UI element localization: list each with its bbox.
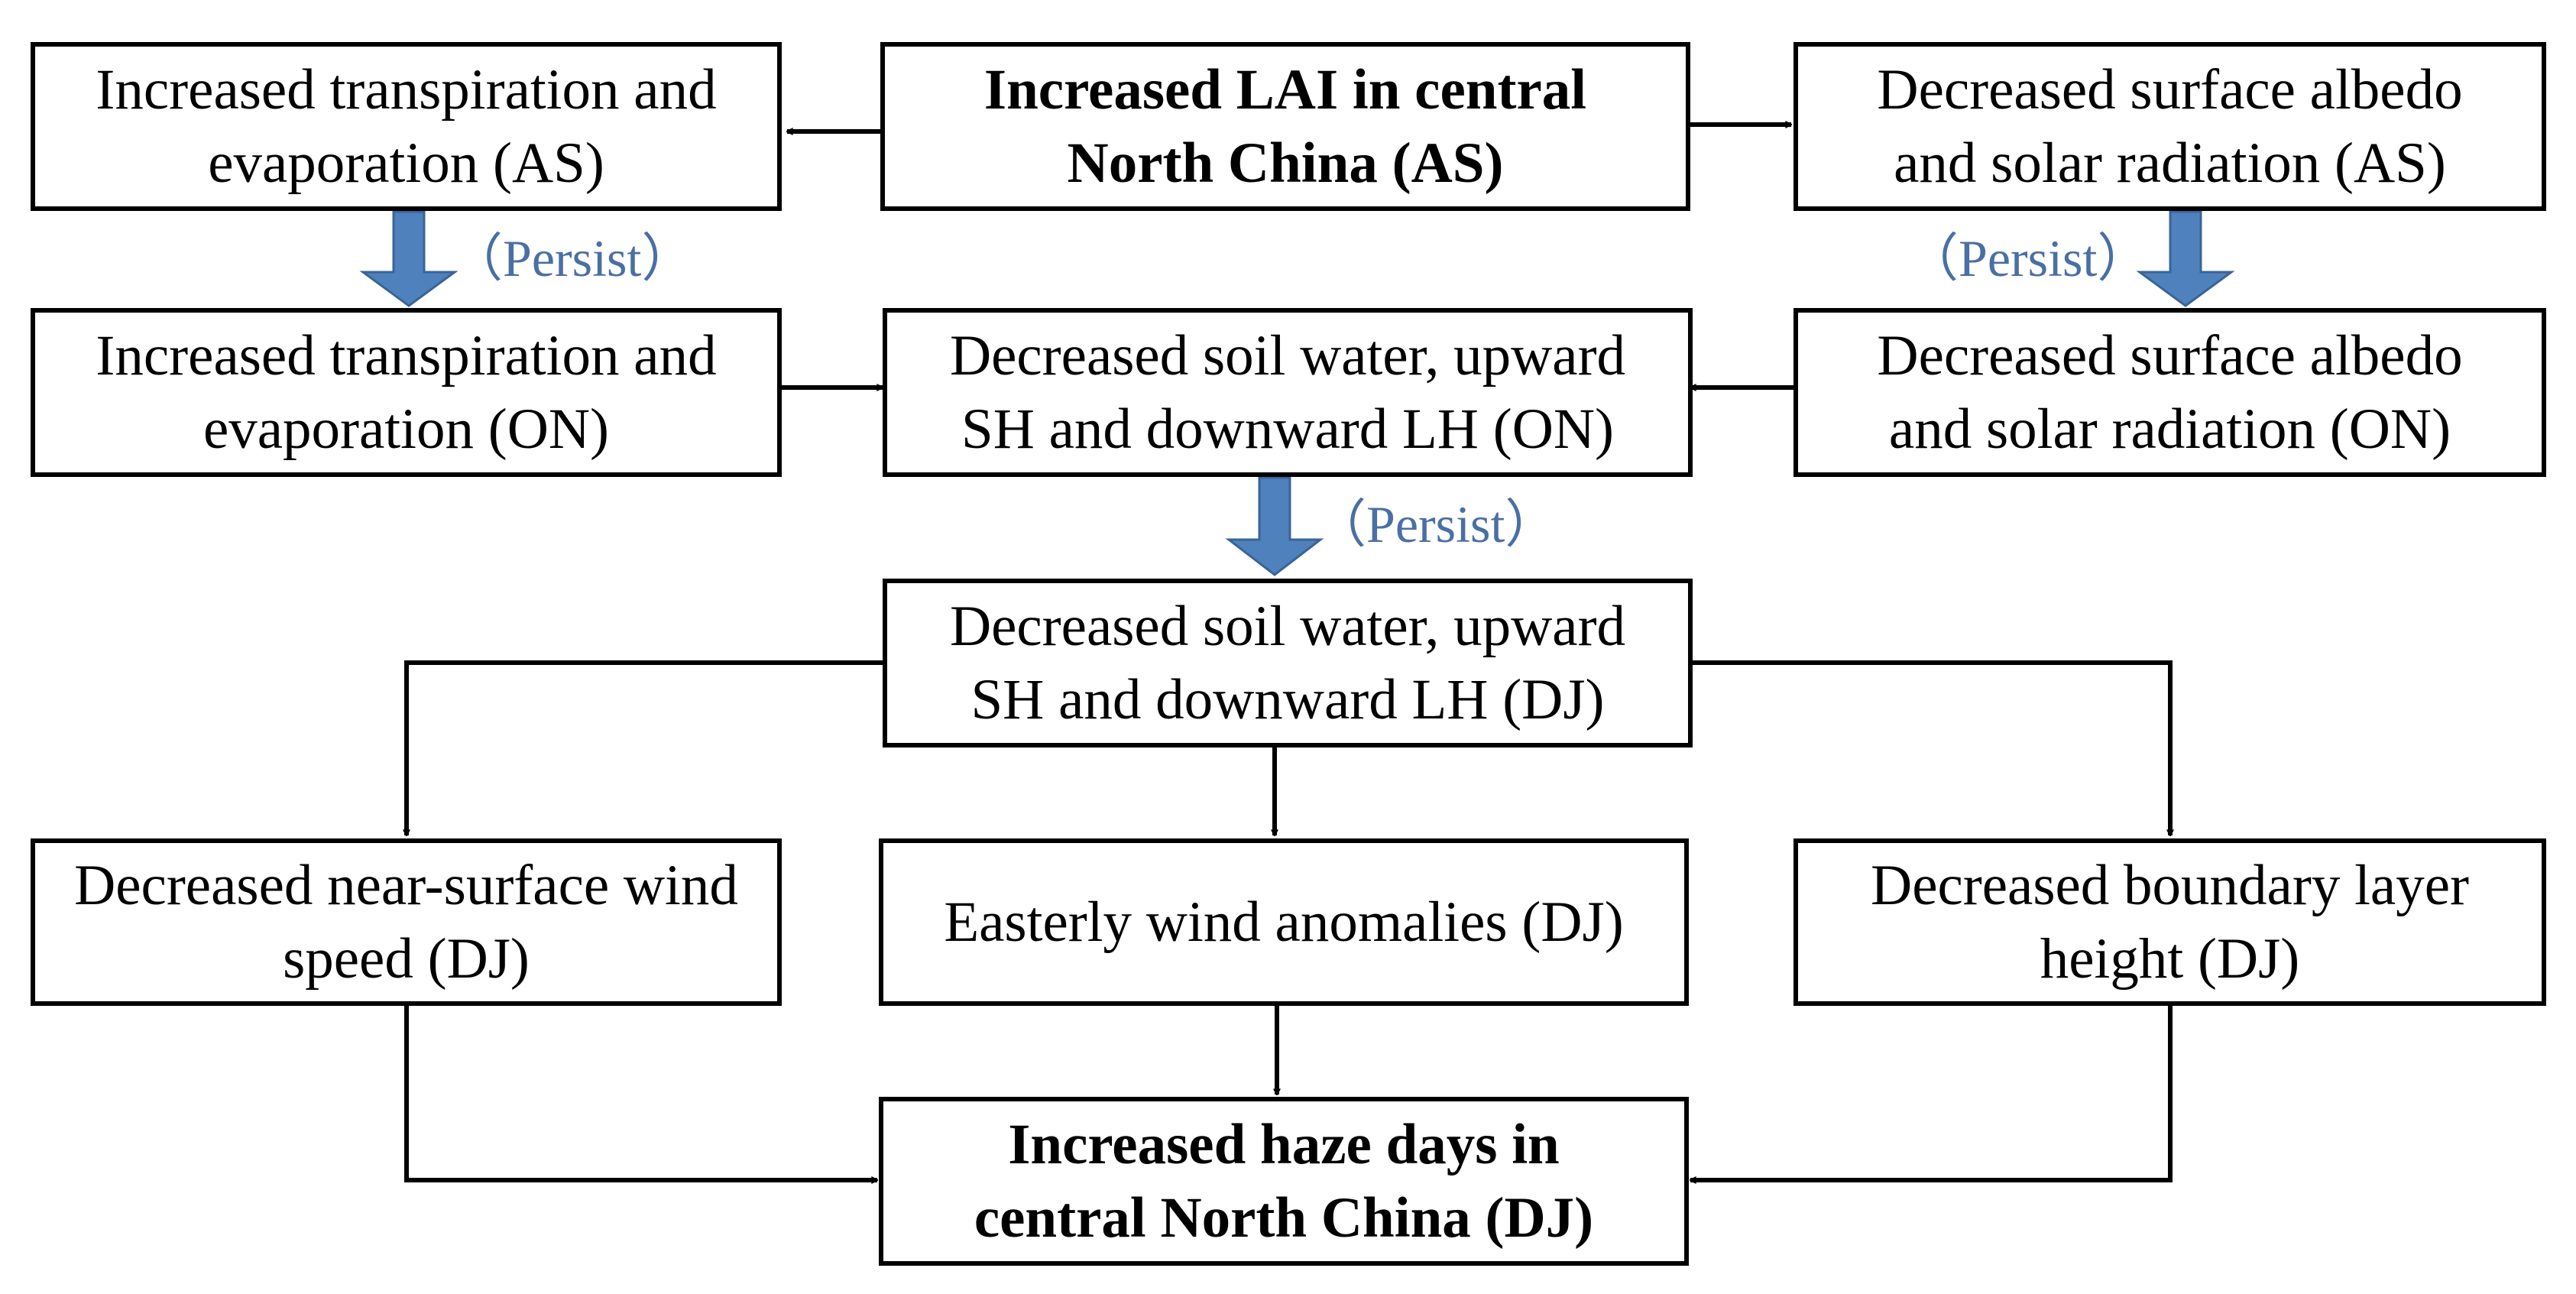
box-text-line: Increased LAI in central: [983, 57, 1587, 122]
box-text: Decreased near-surface wind speed (DJ): [74, 849, 738, 996]
box-boundary-dj: Decreased boundary layer height (DJ): [1793, 838, 2546, 1006]
arrow-soil-dj-to-wind-speed: [407, 660, 883, 835]
box-text-line: SH and downward LH (DJ): [970, 667, 1605, 731]
box-text-line: and solar radiation (ON): [1888, 397, 2451, 461]
persist-label-left: （Persist）: [451, 229, 694, 287]
persist-arrow-center: [1225, 476, 1324, 576]
box-text: Decreased soil water, upward SH and downw…: [950, 319, 1625, 466]
box-text: Decreased boundary layer height (DJ): [1871, 849, 2469, 996]
box-text: Easterly wind anomalies (DJ): [944, 886, 1623, 959]
box-text-line: Easterly wind anomalies (DJ): [944, 890, 1624, 954]
box-transpiration-on: Increased transpiration and evaporation (…: [31, 308, 782, 477]
box-text: Decreased soil water, upward SH and downw…: [950, 590, 1625, 737]
box-text: Increased haze days in central North Chin…: [974, 1108, 1593, 1255]
box-text-line: evaporation (ON): [203, 397, 610, 461]
box-albedo-as: Decreased surface albedo and solar radiat…: [1793, 42, 2546, 211]
box-wind-speed-dj: Decreased near-surface wind speed (DJ): [31, 838, 782, 1006]
box-text: Decreased surface albedo and solar radiat…: [1877, 319, 2462, 466]
box-text-line: SH and downward LH (ON): [961, 397, 1614, 461]
box-text-line: Increased haze days in: [1008, 1112, 1560, 1176]
box-text-line: speed (DJ): [283, 926, 530, 991]
box-haze-dj: Increased haze days in central North Chin…: [879, 1097, 1689, 1266]
box-text-line: and solar radiation (AS): [1894, 131, 2446, 195]
box-text-line: Decreased surface albedo: [1877, 323, 2463, 388]
box-soil-dj: Decreased soil water, upward SH and downw…: [883, 579, 1693, 748]
box-text-line: Decreased surface albedo: [1877, 57, 2463, 122]
box-text-line: Decreased boundary layer: [1871, 853, 2469, 917]
box-easterly-dj: Easterly wind anomalies (DJ): [879, 838, 1689, 1006]
box-text-line: Decreased near-surface wind: [74, 853, 738, 917]
box-text-line: Decreased soil water, upward: [949, 594, 1626, 658]
box-text-line: evaporation (AS): [208, 131, 604, 195]
box-transpiration-as: Increased transpiration and evaporation (…: [31, 42, 782, 211]
box-text-line: Increased transpiration and: [96, 57, 717, 122]
box-text-line: central North China (DJ): [974, 1185, 1594, 1250]
arrow-soil-dj-to-boundary: [1689, 660, 2170, 835]
arrow-boundary-to-haze: [1690, 1004, 2173, 1180]
box-soil-on: Decreased soil water, upward SH and downw…: [883, 308, 1693, 477]
box-albedo-on: Decreased surface albedo and solar radiat…: [1793, 308, 2546, 477]
box-text: Increased transpiration and evaporation (…: [96, 54, 716, 200]
box-text: Decreased surface albedo and solar radiat…: [1877, 54, 2462, 200]
box-text-line: North China (AS): [1067, 131, 1504, 195]
persist-arrow-right: [2136, 210, 2235, 307]
persist-label-center: （Persist）: [1314, 495, 1557, 553]
box-text-line: height (DJ): [2040, 926, 2300, 991]
box-text: Increased transpiration and evaporation (…: [96, 319, 716, 466]
box-text-line: Increased transpiration and: [96, 323, 717, 388]
persist-label-right: （Persist）: [1907, 229, 2150, 287]
persist-arrow-left: [359, 210, 458, 307]
box-text-line: Decreased soil water, upward: [949, 323, 1626, 388]
arrow-wind-speed-to-haze: [404, 1004, 877, 1180]
